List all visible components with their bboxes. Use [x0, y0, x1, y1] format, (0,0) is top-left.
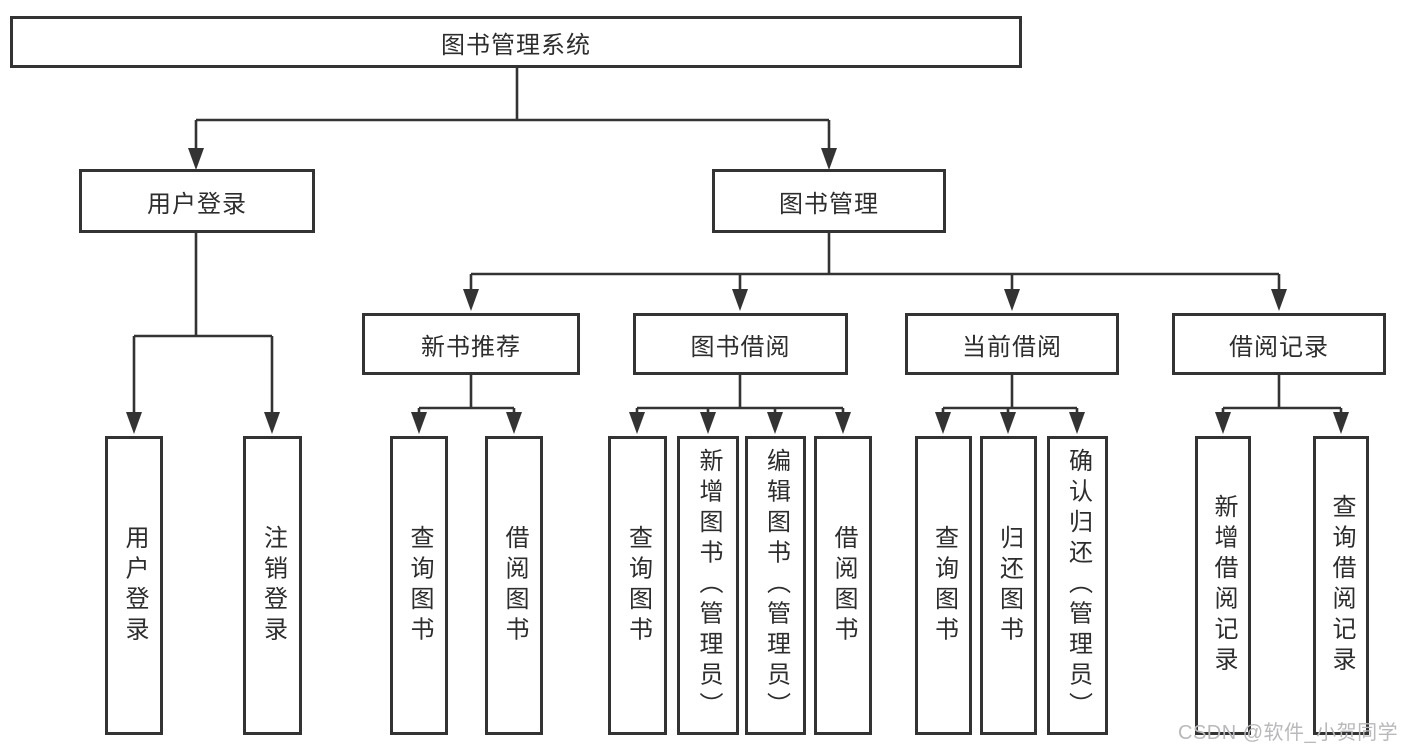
leaf-query-borrow-record: 查询借阅记录 — [1313, 436, 1369, 735]
leaf-label: 用户登录 — [121, 524, 148, 647]
node-label: 用户登录 — [147, 190, 247, 218]
leaf-edit-books-admin: 编辑图书（管理员） — [745, 436, 806, 735]
leaf-label: 查询借阅记录 — [1328, 494, 1355, 677]
leaf-label: 归还图书 — [995, 524, 1023, 647]
leaf-add-books-admin: 新增图书（管理员） — [677, 436, 739, 735]
node-label: 新书推荐 — [421, 333, 521, 361]
leaf-return-books: 归还图书 — [980, 436, 1037, 735]
leaf-borrow-books: 借阅图书 — [814, 436, 872, 735]
leaf-label: 新增借阅记录 — [1210, 494, 1237, 677]
leaf-label: 确认归还（管理员） — [1064, 448, 1092, 723]
node-book-management-module: 图书管理 — [712, 169, 946, 233]
leaf-label: 新增图书（管理员） — [695, 448, 722, 723]
leaf-user-login: 用户登录 — [105, 436, 163, 735]
node-system-root: 图书管理系统 — [10, 16, 1022, 68]
node-new-book-recommend: 新书推荐 — [362, 313, 580, 375]
leaf-label: 查询图书 — [624, 524, 652, 647]
csdn-watermark: CSDN @软件_小贺同学 — [1178, 722, 1399, 744]
node-label: 图书借阅 — [690, 333, 791, 361]
leaf-borrow-books-recommend: 借阅图书 — [485, 436, 543, 735]
leaf-confirm-return-admin: 确认归还（管理员） — [1047, 436, 1108, 735]
node-label: 图书管理 — [779, 190, 879, 218]
leaf-label: 借阅图书 — [501, 524, 528, 647]
leaf-label: 查询图书 — [406, 524, 433, 647]
node-user-login-module: 用户登录 — [79, 169, 315, 233]
node-borrow-records: 借阅记录 — [1172, 313, 1386, 375]
leaf-label: 编辑图书（管理员） — [762, 448, 790, 723]
leaf-logout: 注销登录 — [243, 436, 302, 735]
node-book-borrow: 图书借阅 — [633, 313, 848, 375]
leaf-label: 借阅图书 — [830, 524, 857, 647]
leaf-label: 查询图书 — [930, 524, 958, 647]
node-current-borrow: 当前借阅 — [905, 313, 1119, 375]
leaf-add-borrow-record: 新增借阅记录 — [1195, 436, 1251, 735]
leaf-query-books-current: 查询图书 — [915, 436, 972, 735]
node-label: 当前借阅 — [962, 333, 1062, 361]
leaf-query-books-borrow: 查询图书 — [608, 436, 667, 735]
node-label: 借阅记录 — [1229, 333, 1329, 361]
leaf-query-books-recommend: 查询图书 — [390, 436, 448, 735]
node-label: 图书管理系统 — [441, 31, 591, 59]
leaf-label: 注销登录 — [259, 524, 287, 647]
